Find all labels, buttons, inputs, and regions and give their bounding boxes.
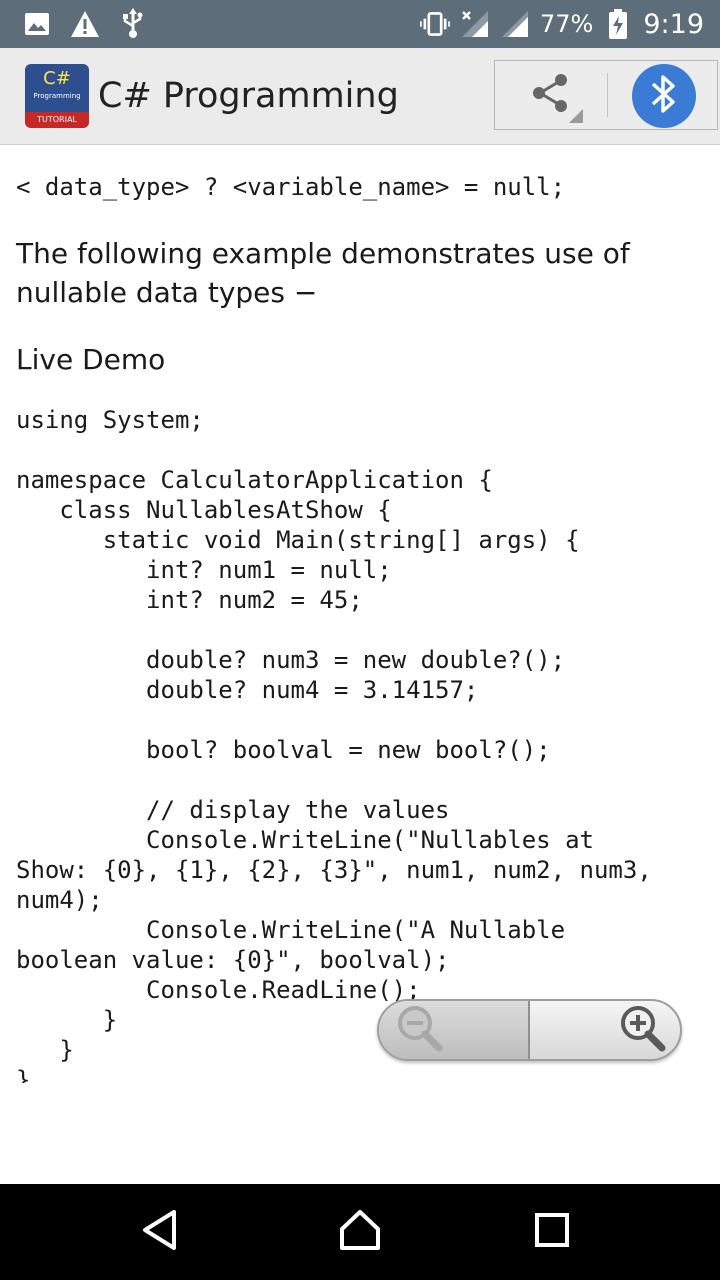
code-line: static void Main(string[] args) { xyxy=(16,526,580,554)
logo-main-text: C# xyxy=(43,68,71,89)
image-icon xyxy=(22,9,52,39)
status-right-icons: 77% 9:19 xyxy=(420,8,704,40)
code-line: namespace CalculatorApplication { xyxy=(16,466,493,494)
back-button[interactable] xyxy=(132,1206,188,1258)
zoom-out-button[interactable] xyxy=(379,1001,530,1059)
battery-percent: 77% xyxy=(540,10,594,38)
app-title: C# Programming xyxy=(98,76,399,116)
dropdown-corner-icon xyxy=(569,109,583,123)
description-paragraph: The following example demonstrates use o… xyxy=(16,237,630,309)
status-left-icons xyxy=(22,8,148,40)
code-line: bool? boolval = new bool?(); xyxy=(16,736,551,764)
code-line: Console.WriteLine("Nullables at xyxy=(16,826,594,854)
code-line: using System; xyxy=(16,406,204,434)
code-line: } xyxy=(16,1036,74,1064)
code-line: class NullablesAtShow { xyxy=(16,496,392,524)
code-line: int? num1 = null; xyxy=(16,556,392,584)
signal-icon xyxy=(500,9,530,39)
home-button[interactable] xyxy=(332,1206,388,1258)
bluetooth-button[interactable] xyxy=(632,64,696,128)
code-line: Show: {0}, {1}, {2}, {3}", num1, num2, n… xyxy=(16,856,652,884)
logo-band-text: TUTORIAL xyxy=(25,112,89,128)
code-line: boolean value: {0}", boolval); xyxy=(16,946,450,974)
code-line: double? num3 = new double?(); xyxy=(16,646,566,674)
navigation-bar xyxy=(0,1184,720,1280)
recents-icon xyxy=(534,1212,570,1252)
zoom-in-icon xyxy=(616,1002,668,1058)
action-buttons xyxy=(494,60,718,130)
recents-button[interactable] xyxy=(524,1206,580,1258)
code-line xyxy=(16,705,716,735)
zoom-out-icon xyxy=(393,1002,445,1058)
logo-sub-text: Programming xyxy=(33,92,81,100)
syntax-line: < data_type> ? <variable_name> = null; xyxy=(16,173,566,201)
code-line: double? num4 = 3.14157; xyxy=(16,676,479,704)
code-line: // display the values xyxy=(16,796,450,824)
zoom-control xyxy=(377,999,682,1061)
app-bar: C# Programming TUTORIAL C# Programming xyxy=(0,48,720,145)
vibrate-icon xyxy=(420,9,451,39)
signal-x-icon xyxy=(460,9,490,39)
battery-charging-icon xyxy=(603,9,633,39)
clock: 9:19 xyxy=(643,8,704,40)
app-logo[interactable]: C# Programming TUTORIAL xyxy=(25,64,89,128)
home-icon xyxy=(338,1209,382,1255)
warning-icon xyxy=(70,9,100,39)
usb-icon xyxy=(118,8,148,39)
code-block: using System; namespace CalculatorApplic… xyxy=(16,405,716,1083)
status-bar: 77% 9:19 xyxy=(0,0,720,48)
back-icon xyxy=(140,1209,180,1255)
code-line xyxy=(16,765,716,795)
code-line: } xyxy=(16,1066,31,1083)
bluetooth-icon xyxy=(647,72,681,120)
code-line xyxy=(16,615,716,645)
code-line: Console.ReadLine(); xyxy=(16,976,421,1004)
zoom-in-button[interactable] xyxy=(530,1001,680,1059)
action-divider xyxy=(607,73,608,117)
share-button[interactable] xyxy=(495,61,605,129)
code-line xyxy=(16,435,716,465)
code-line: } xyxy=(16,1006,118,1034)
share-icon xyxy=(528,71,572,119)
code-line: int? num2 = 45; xyxy=(16,586,363,614)
live-demo-link[interactable]: Live Demo xyxy=(16,343,166,376)
code-line: Console.WriteLine("A Nullable xyxy=(16,916,566,944)
code-line: num4); xyxy=(16,886,103,914)
